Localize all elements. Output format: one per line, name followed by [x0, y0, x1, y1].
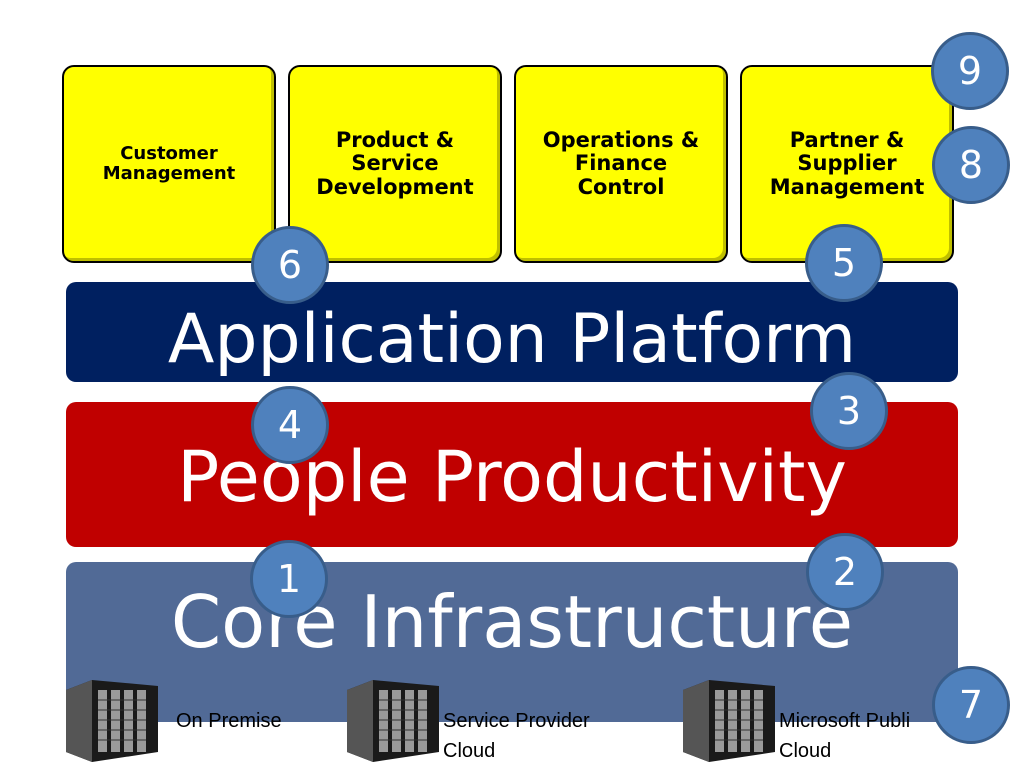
capability-label: Product & Service Development [316, 127, 474, 199]
deployment-label-on-premise: On Premise [176, 710, 282, 732]
marker-8: 8 [932, 126, 1010, 204]
marker-1: 1 [250, 540, 328, 618]
server-rack-icon [347, 680, 439, 762]
deployment-label-microsoft-public-cloud: Microsoft Publi Cloud [779, 710, 911, 762]
marker-3: 3 [810, 372, 888, 450]
server-rack-icon [66, 680, 158, 762]
server-rack-icon [683, 680, 775, 762]
capability-customer-management: Customer Management [62, 65, 276, 263]
marker-9: 9 [931, 32, 1009, 110]
marker-4: 4 [251, 386, 329, 464]
capability-product-service-development: Product & Service Development [288, 65, 502, 263]
capability-label: Partner & Supplier Management [769, 127, 925, 199]
capability-label: Customer Management [102, 142, 236, 184]
marker-5: 5 [805, 224, 883, 302]
deployment-label-service-provider-cloud: Service Provider Cloud [443, 710, 590, 762]
layer-application-platform: Application Platform [66, 282, 958, 382]
layer-label: Application Platform [167, 300, 857, 379]
marker-6: 6 [251, 226, 329, 304]
marker-2: 2 [806, 533, 884, 611]
capability-operations-finance-control: Operations & Finance Control [514, 65, 728, 263]
layer-label: People Productivity [177, 436, 847, 518]
marker-7: 7 [932, 666, 1010, 744]
capability-label: Operations & Finance Control [542, 127, 700, 199]
